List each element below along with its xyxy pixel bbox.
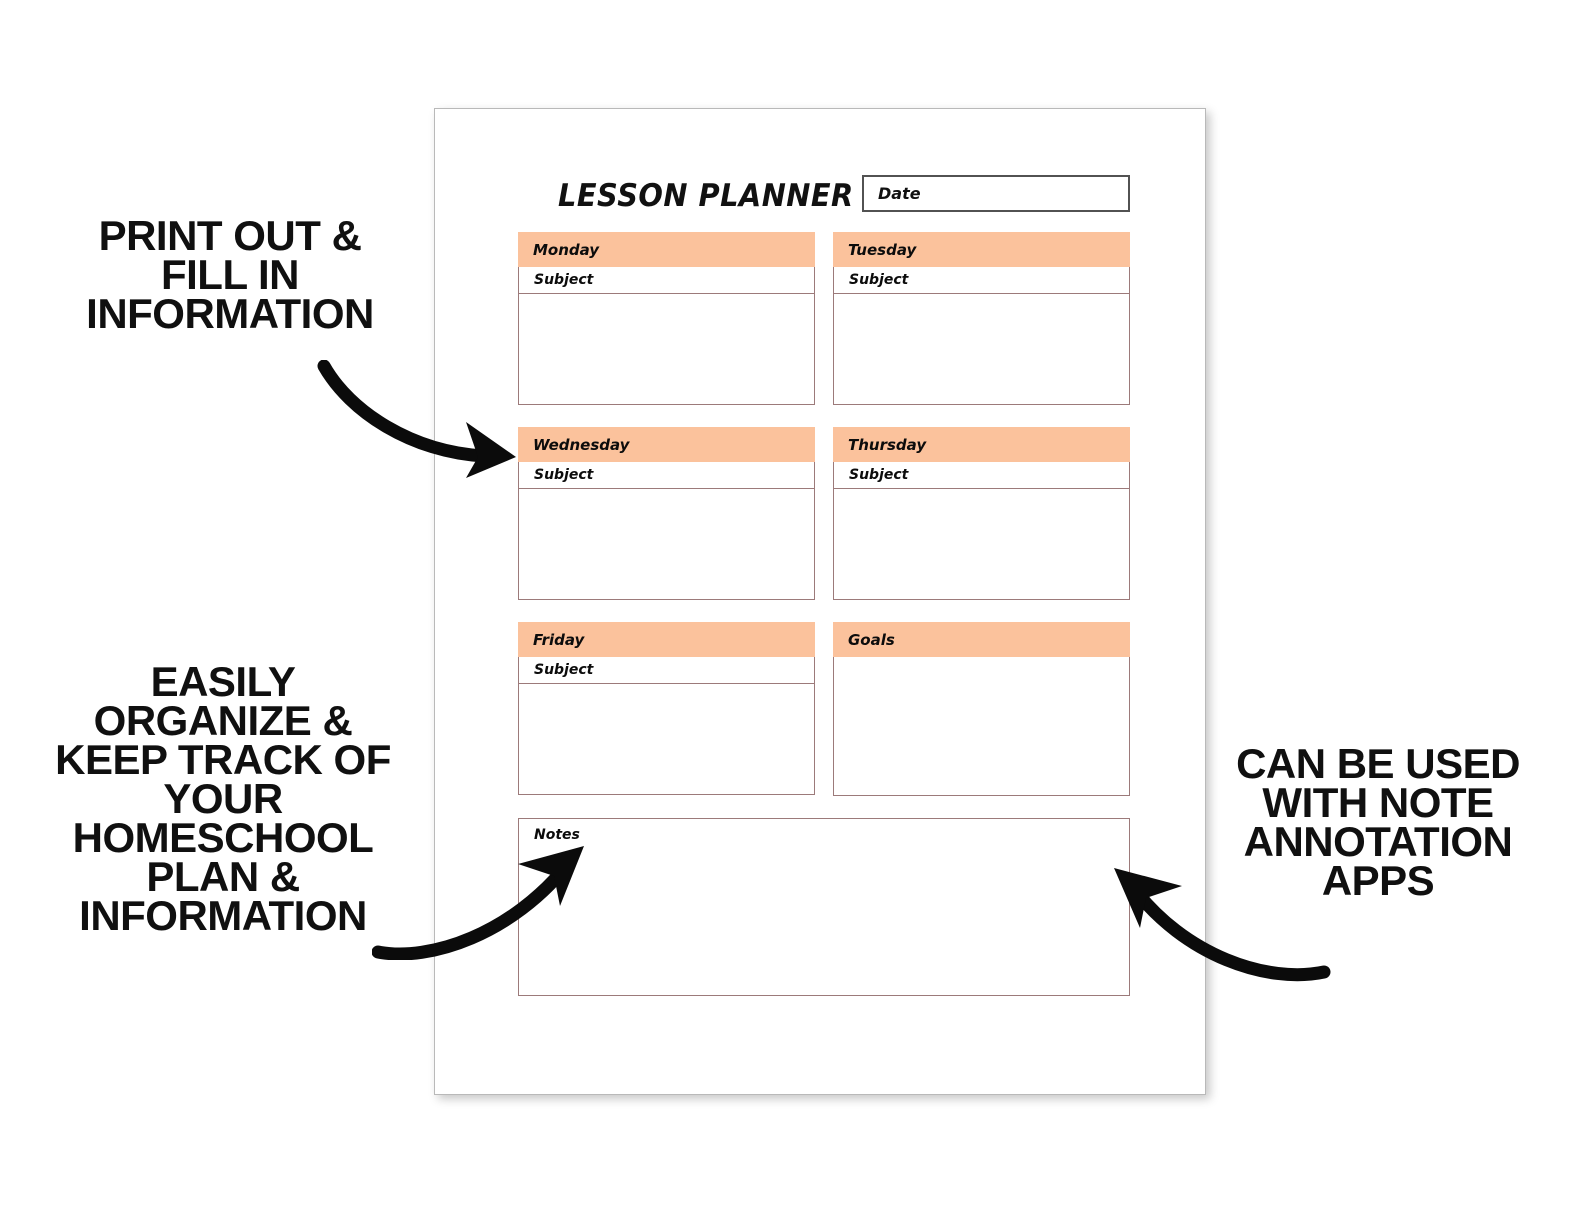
planner-row-2: Wednesday Subject Thursday — [518, 427, 1130, 600]
day-body-monday[interactable]: Subject — [518, 267, 815, 405]
day-header-friday: Friday — [518, 622, 815, 657]
day-cell-wednesday[interactable]: Wednesday Subject — [518, 427, 815, 600]
write-area-friday[interactable] — [519, 684, 814, 794]
subject-label-wednesday: Subject — [534, 466, 594, 483]
page-title: LESSON PLANNER — [558, 178, 854, 214]
day-cell-thursday[interactable]: Thursday Subject — [833, 427, 1130, 600]
day-label-tuesday: Tuesday — [848, 240, 917, 259]
write-area-wednesday[interactable] — [519, 489, 814, 599]
day-header-wednesday: Wednesday — [518, 427, 815, 462]
callout-line: PRINT OUT & — [98, 212, 362, 259]
callout-easily-organize: EASILY ORGANIZE & KEEP TRACK OF YOUR HOM… — [8, 658, 438, 940]
callout-note-annotation-apps: CAN BE USED WITH NOTE ANNOTATION APPS — [1188, 740, 1568, 905]
day-header-goals: Goals — [833, 622, 1130, 657]
subject-row-wednesday[interactable]: Subject — [519, 462, 814, 489]
date-label: Date — [878, 184, 921, 203]
day-cell-goals[interactable]: Goals — [833, 622, 1130, 796]
planner-row-1: Monday Subject Tuesday — [518, 232, 1130, 405]
subject-row-friday[interactable]: Subject — [519, 657, 814, 684]
day-header-thursday: Thursday — [833, 427, 1130, 462]
day-cell-monday[interactable]: Monday Subject — [518, 232, 815, 405]
write-area-goals[interactable] — [834, 657, 1129, 795]
subject-row-monday[interactable]: Subject — [519, 267, 814, 294]
planner-header: LESSON PLANNER Date — [518, 175, 1130, 221]
write-area-monday[interactable] — [519, 294, 814, 404]
write-area-thursday[interactable] — [834, 489, 1129, 599]
subject-label-thursday: Subject — [849, 466, 909, 483]
subject-label-monday: Subject — [534, 271, 594, 288]
callout-line: APPS — [1321, 857, 1435, 905]
day-label-wednesday: Wednesday — [533, 435, 630, 454]
subject-row-thursday[interactable]: Subject — [834, 462, 1129, 489]
day-label-thursday: Thursday — [848, 435, 927, 454]
callout-line: INFORMATION — [86, 290, 374, 338]
callout-print-out-fill-in: PRINT OUT & FILL IN INFORMATION — [20, 212, 440, 338]
day-header-tuesday: Tuesday — [833, 232, 1130, 267]
day-label-friday: Friday — [533, 630, 585, 649]
callout-line: KEEP TRACK OF — [55, 736, 391, 784]
day-body-wednesday[interactable]: Subject — [518, 462, 815, 600]
planner-page: LESSON PLANNER Date Monday Subject — [434, 108, 1206, 1095]
callout-line: INFORMATION — [79, 892, 367, 940]
day-body-tuesday[interactable]: Subject — [833, 267, 1130, 405]
day-body-friday[interactable]: Subject — [518, 657, 815, 795]
subject-label-tuesday: Subject — [849, 271, 909, 288]
callout-line: YOUR — [163, 775, 283, 823]
day-label-monday: Monday — [533, 240, 600, 259]
callout-line: HOMESCHOOL — [72, 814, 374, 862]
day-body-thursday[interactable]: Subject — [833, 462, 1130, 600]
day-cell-tuesday[interactable]: Tuesday Subject — [833, 232, 1130, 405]
notes-block: Notes — [518, 818, 1130, 996]
callout-line: PLAN & — [146, 853, 300, 901]
date-field[interactable]: Date — [862, 175, 1130, 212]
subject-row-tuesday[interactable]: Subject — [834, 267, 1129, 294]
day-cell-friday[interactable]: Friday Subject — [518, 622, 815, 796]
notes-label: Notes — [534, 827, 580, 843]
callout-line: CAN BE USED — [1236, 740, 1520, 787]
day-label-goals: Goals — [848, 630, 895, 649]
callout-line: WITH NOTE — [1262, 779, 1494, 827]
callout-line: EASILY — [150, 658, 296, 705]
callout-line: ANNOTATION — [1243, 818, 1513, 866]
day-header-monday: Monday — [518, 232, 815, 267]
day-body-goals[interactable] — [833, 657, 1130, 796]
planner-row-3: Friday Subject Goals — [518, 622, 1130, 796]
notes-area[interactable]: Notes — [518, 818, 1130, 996]
write-area-tuesday[interactable] — [834, 294, 1129, 404]
callout-line: ORGANIZE & — [93, 697, 353, 745]
subject-label-friday: Subject — [534, 661, 594, 678]
callout-line: FILL IN — [160, 251, 300, 299]
planner-grid: Monday Subject Tuesday — [518, 232, 1130, 996]
